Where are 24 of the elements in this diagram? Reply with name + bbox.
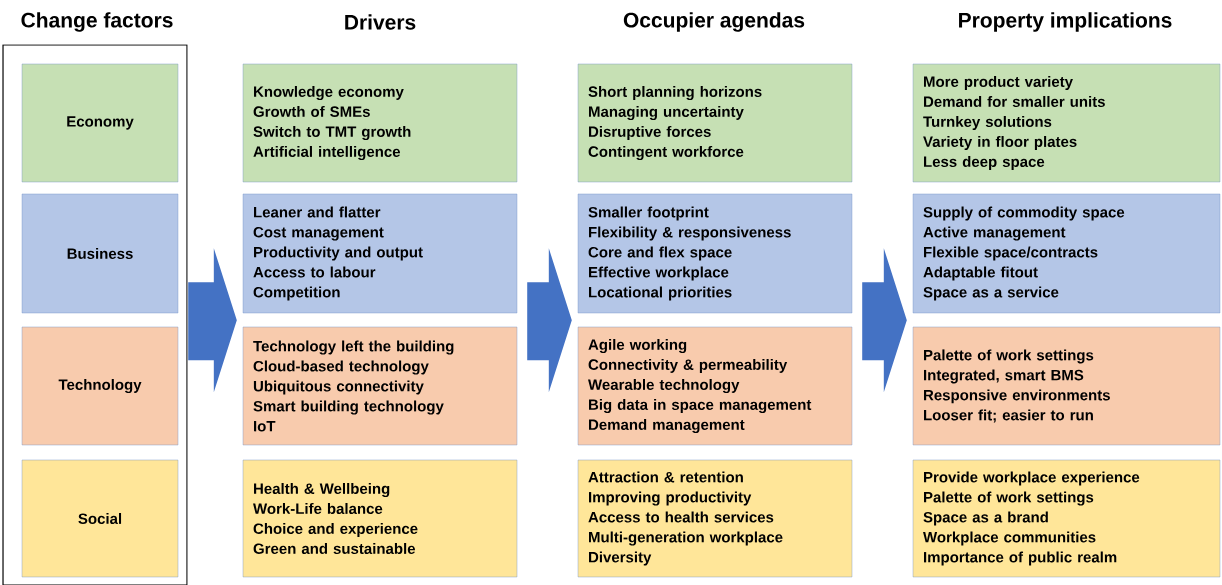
- factor-box: Technology: [21, 326, 179, 446]
- block-arrow: [188, 248, 237, 393]
- column-heading: Drivers: [345, 14, 416, 30]
- list-box: Smaller footprint Flexibility & responsiveness Core and flex space Effective workplace Locational priorities: [577, 193, 853, 314]
- block-arrow: [862, 248, 907, 393]
- list-box: More product variety Demand for smaller units Turnkey solutions Variety in floor plates Less deep space: [912, 63, 1221, 183]
- list-box: Provide workplace experience Palette of work settings Space as a brand Workplace communities Importance of public realm: [912, 459, 1221, 578]
- list-box: Supply of commodity space Active management Flexible space/contracts Adaptable fitout Space as a service: [912, 193, 1221, 314]
- block-arrow: [527, 248, 572, 393]
- column-heading: Occupier agendas: [623, 12, 805, 32]
- column-heading: Change factors: [21, 12, 173, 32]
- list-box: Health & Wellbeing Work-Life balance Choice and experience Green and sustainable: [242, 459, 518, 578]
- list-box: Technology left the building Cloud-based technology Ubiquitous connectivity Smart building technology IoT: [242, 326, 518, 446]
- list-box: Palette of work settings Integrated, smart BMS Responsive environments Looser fit; easier to run: [912, 326, 1221, 446]
- list-box: Agile working Connectivity & permeability Wearable technology Big data in space management Demand management: [577, 326, 853, 446]
- list-box: Knowledge economy Growth of SMEs Switch to TMT growth Artificial intelligence: [242, 63, 518, 183]
- factor-box: Social: [21, 459, 179, 578]
- list-box: Short planning horizons Managing uncertainty Disruptive forces Contingent workforce: [577, 63, 853, 183]
- factor-box: Economy: [21, 63, 179, 183]
- column-heading: Property implications: [959, 12, 1172, 32]
- factor-box: Business: [21, 193, 179, 314]
- list-box: Leaner and flatter Cost management Productivity and output Access to labour Competition: [242, 193, 518, 314]
- column-frame: [2, 44, 188, 585]
- list-box: Attraction & retention Improving productivity Access to health services Multi-generation workplace Diversity: [577, 459, 853, 578]
